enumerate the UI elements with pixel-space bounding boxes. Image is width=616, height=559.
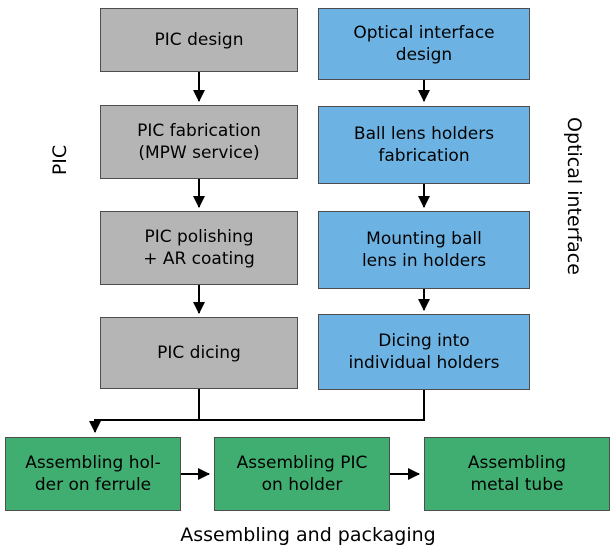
column-label-pic: PIC <box>49 144 71 176</box>
connector-merge-to-assembly <box>89 419 424 433</box>
column-label-optical-interface: Optical interface <box>563 117 585 275</box>
step-ball-lens-holders-fabrication: Ball lens holders fabrication <box>318 106 530 184</box>
step-pic-design: PIC design <box>100 8 298 72</box>
step-mounting-ball-lens: Mounting ball lens in holders <box>318 211 530 289</box>
step-pic-polishing: PIC polishing + AR coating <box>100 211 298 285</box>
step-pic-dicing: PIC dicing <box>100 317 298 389</box>
step-assembling-metal-tube: Assembling metal tube <box>424 437 610 511</box>
assembly-caption: Assembling and packaging <box>180 524 436 546</box>
step-assembling-holder-on-ferrule: Assembling hol- der on ferrule <box>5 437 181 511</box>
step-dicing-individual-holders: Dicing into individual holders <box>318 314 530 390</box>
step-pic-fabrication: PIC fabrication (MPW service) <box>100 105 298 179</box>
step-optical-design: Optical interface design <box>318 8 530 80</box>
step-assembling-pic-on-holder: Assembling PIC on holder <box>214 437 390 511</box>
